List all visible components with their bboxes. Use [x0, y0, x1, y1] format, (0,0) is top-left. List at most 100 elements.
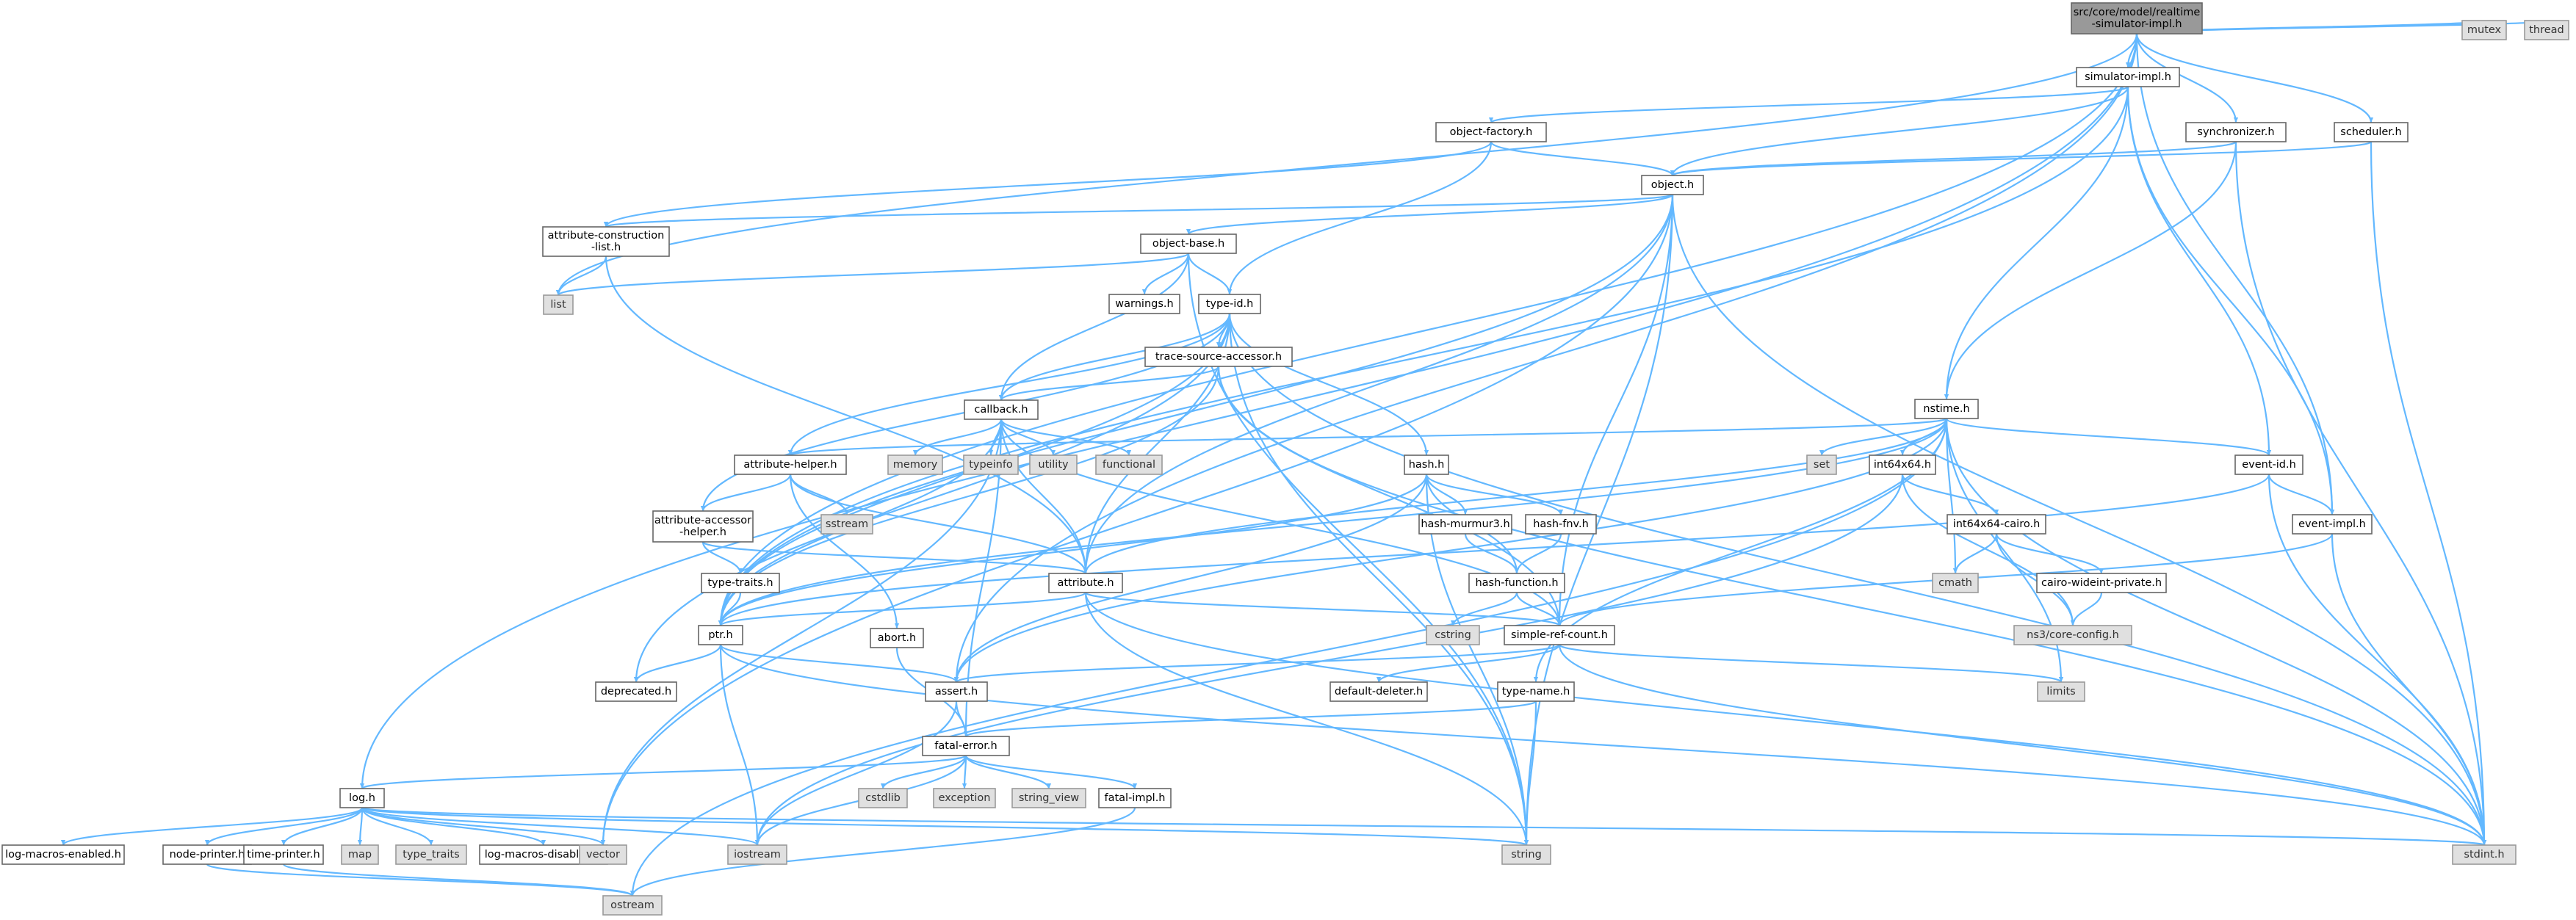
edge-simimpl-to-objfactory: [1489, 85, 2129, 124]
node-attraccessor[interactable]: attribute-accessor-helper.h: [652, 510, 754, 543]
node-box-scheduler: [2334, 122, 2409, 142]
node-murmur[interactable]: hash-murmur3.h: [1418, 514, 1512, 535]
edge-callback-to-utility: [1000, 419, 1056, 456]
node-typename[interactable]: type-name.h: [1497, 681, 1575, 702]
node-label-attribute: attribute.h: [1057, 577, 1114, 589]
node-label-attraccessor: attribute-accessor: [654, 515, 751, 526]
edge-root-to-assert: [953, 33, 2138, 683]
node-cairo[interactable]: int64x64-cairo.h: [1947, 514, 2046, 535]
node-objbase[interactable]: object-base.h: [1140, 233, 1237, 254]
node-box-string: [1501, 844, 1551, 865]
node-objfactory[interactable]: object-factory.h: [1435, 122, 1547, 142]
node-simimpl[interactable]: simulator-impl.h: [2076, 67, 2180, 87]
node-scheduler[interactable]: scheduler.h: [2334, 122, 2409, 142]
node-box-simplerc: [1504, 625, 1615, 645]
edge-synchronizer-to-stdint: [2234, 141, 2487, 846]
node-box-log: [339, 788, 385, 808]
node-label-deprecated: deprecated.h: [601, 686, 671, 698]
node-typetraits[interactable]: type-traits.h: [701, 573, 780, 593]
edge-ptr-to-stdint: [719, 644, 2487, 846]
node-label-attrcons: -list.h: [591, 242, 621, 253]
node-wideint[interactable]: cairo-wideint-private.h: [2036, 573, 2167, 593]
edge-nstime-to-attrhelper: [788, 417, 1948, 457]
node-label-typeid: type-id.h: [1206, 298, 1254, 310]
node-abort[interactable]: abort.h: [870, 628, 924, 648]
node-label-attraccessor: -helper.h: [679, 526, 726, 538]
edge-object-to-attrcons: [604, 193, 1674, 228]
node-box-ptr: [698, 625, 743, 645]
node-label-stringview: string_view: [1019, 792, 1079, 804]
node-fatalimpl[interactable]: fatal-impl.h: [1098, 788, 1172, 808]
node-eventimpl[interactable]: event-impl.h: [2292, 514, 2373, 535]
node-tracesrc[interactable]: trace-source-accessor.h: [1144, 347, 1293, 367]
edge-fnv-to-hashfunc: [1514, 533, 1562, 574]
node-label-typetraitsstd: type_traits: [403, 849, 459, 861]
node-timeprinter[interactable]: time-printer.h: [243, 844, 324, 865]
node-box-map: [341, 844, 379, 865]
node-ptr[interactable]: ptr.h: [698, 625, 743, 645]
node-hashfunc[interactable]: hash-function.h: [1468, 573, 1565, 593]
node-attrcons[interactable]: attribute-construction-list.h: [542, 226, 670, 257]
node-fatalerror[interactable]: fatal-error.h: [922, 736, 1010, 756]
node-box-utility: [1029, 454, 1078, 475]
edge-objbase-to-list: [556, 252, 1190, 297]
node-label-assert: assert.h: [935, 686, 978, 698]
node-object[interactable]: object.h: [1641, 175, 1704, 195]
node-root[interactable]: src/core/model/realtime-simulator-impl.h: [2071, 2, 2203, 35]
node-callback[interactable]: callback.h: [964, 399, 1039, 420]
node-warnings[interactable]: warnings.h: [1108, 294, 1180, 314]
edge-eventid-to-eventimpl: [2267, 474, 2335, 515]
node-label-thread: thread: [2529, 24, 2564, 36]
node-box-deflt: [1330, 681, 1428, 702]
edge-nodeprinter-to-ostream: [206, 863, 635, 897]
edge-object-to-vector: [600, 194, 1674, 846]
edge-typename-to-string: [1523, 700, 1537, 846]
node-assert[interactable]: assert.h: [925, 681, 988, 702]
node-vector: vector: [579, 844, 627, 865]
edge-ptr-to-assert: [719, 644, 959, 683]
edge-tracesrc-to-callback: [998, 366, 1220, 401]
node-nodeprinter[interactable]: node-printer.h: [162, 844, 252, 865]
node-logenabled[interactable]: log-macros-enabled.h: [1, 844, 125, 865]
node-typeinfo: typeinfo: [963, 454, 1019, 475]
node-typeid[interactable]: type-id.h: [1198, 294, 1261, 314]
node-box-cmath: [1932, 573, 1979, 593]
node-fnv[interactable]: hash-fnv.h: [1525, 514, 1597, 535]
node-label-cstdlib: cstdlib: [865, 792, 901, 804]
node-map: map: [341, 844, 379, 865]
edge-root-to-synchronizer: [2135, 33, 2239, 123]
node-hash[interactable]: hash.h: [1404, 454, 1449, 475]
edge-timeprinter-to-ostream: [282, 863, 635, 897]
edge-log-to-typetraitsstd: [361, 807, 434, 846]
node-log[interactable]: log.h: [339, 788, 385, 808]
edge-assert-to-iostream: [754, 700, 958, 846]
node-box-typename: [1497, 681, 1575, 702]
edge-simimpl-to-nstime: [1944, 86, 2129, 400]
node-deprecated[interactable]: deprecated.h: [595, 681, 677, 702]
edge-hash-to-string: [1425, 474, 1529, 846]
edge-fatalerror-to-log: [360, 754, 967, 790]
node-nstime[interactable]: nstime.h: [1914, 399, 1979, 419]
node-box-synchronizer: [2185, 122, 2287, 142]
node-eventid[interactable]: event-id.h: [2234, 454, 2303, 475]
node-label-hashfunc: hash-function.h: [1475, 577, 1558, 589]
node-label-int64x64: int64x64.h: [1874, 459, 1931, 471]
node-synchronizer[interactable]: synchronizer.h: [2185, 122, 2287, 142]
edge-objfactory-to-object: [1490, 141, 1675, 176]
node-box-cstring: [1426, 625, 1480, 645]
node-attrhelper[interactable]: attribute-helper.h: [734, 454, 847, 475]
edge-nstime-to-attribute: [1083, 418, 1948, 574]
node-box-callback: [964, 399, 1039, 420]
edge-nstime-to-set: [1819, 418, 1948, 456]
node-label-callback: callback.h: [974, 404, 1028, 416]
node-box-functional: [1095, 454, 1163, 475]
node-int64x64[interactable]: int64x64.h: [1869, 454, 1936, 475]
node-deflt[interactable]: default-deleter.h: [1330, 681, 1428, 702]
node-label-objfactory: object-factory.h: [1450, 126, 1533, 138]
node-label-mutex: mutex: [2467, 24, 2502, 36]
node-label-fatalerror: fatal-error.h: [934, 740, 997, 752]
node-box-stdint: [2452, 844, 2517, 865]
node-simplerc[interactable]: simple-ref-count.h: [1504, 625, 1615, 645]
node-attribute[interactable]: attribute.h: [1048, 573, 1123, 593]
